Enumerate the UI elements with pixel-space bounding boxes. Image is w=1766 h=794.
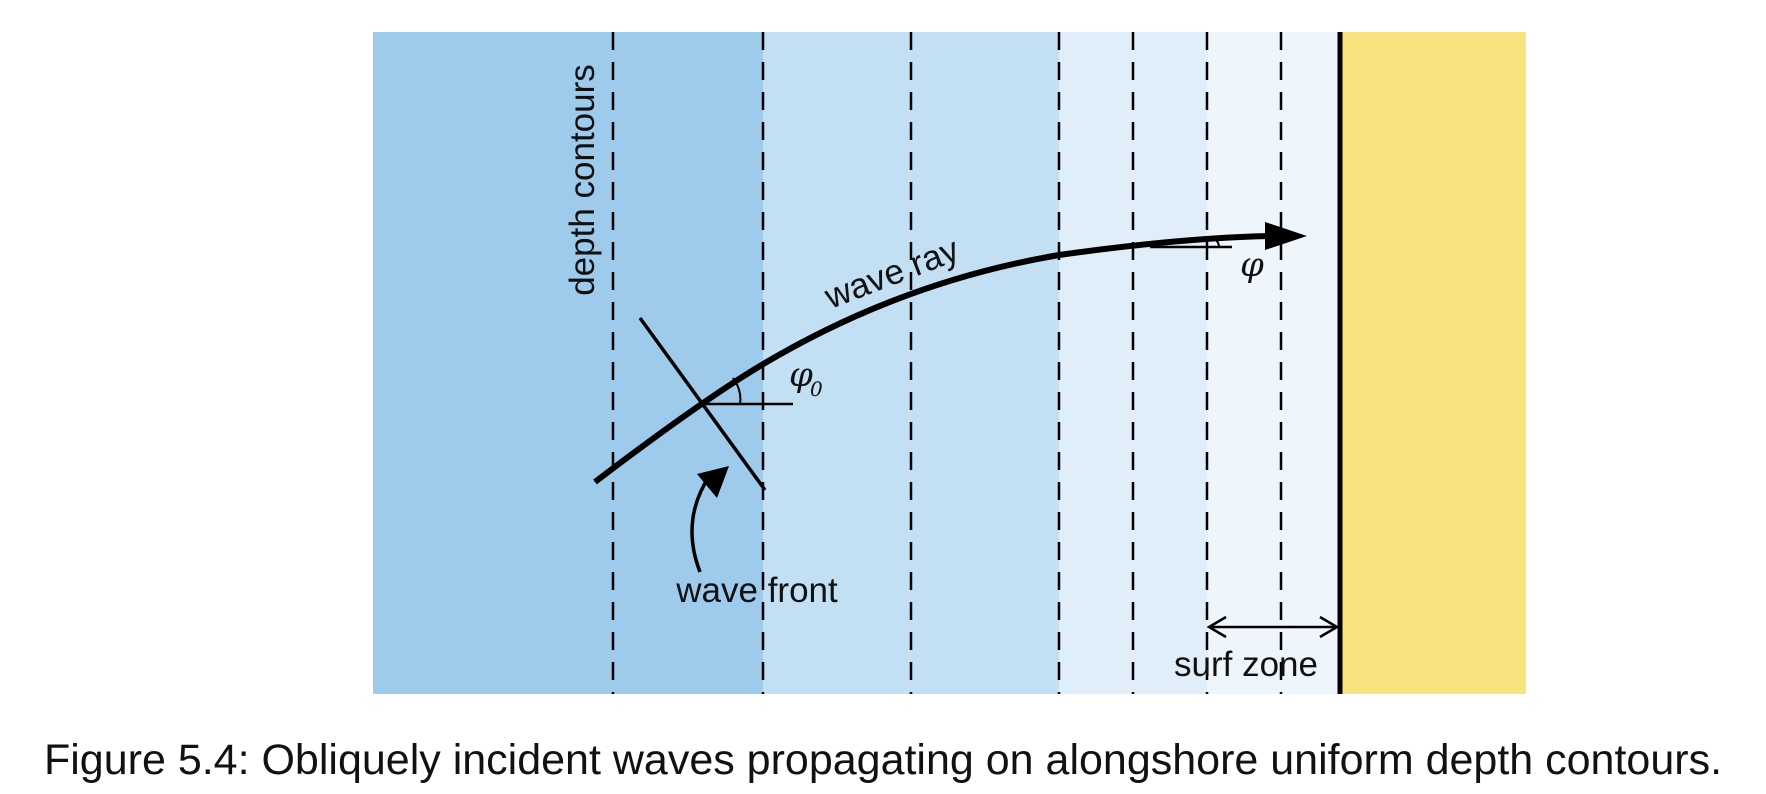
depth-contours-label: depth contours	[563, 64, 602, 296]
phi0-subscript: 0	[810, 377, 823, 401]
surf-zone-label: surf zone	[1174, 645, 1318, 684]
wave-front-pointer-head	[697, 466, 729, 498]
wave-ray-curve	[593, 233, 1271, 485]
beach-zone	[1340, 32, 1526, 694]
refraction-diagram: depth contours wave ray wave front surf …	[373, 32, 1526, 694]
wave-front-pointer	[690, 474, 712, 573]
wave-ray-arrowhead	[1265, 222, 1307, 250]
phi0-angle-arc	[732, 377, 742, 405]
phi-label: φ	[1240, 245, 1264, 285]
deep-water-zone	[373, 32, 763, 694]
wave-front-label: wave front	[675, 571, 838, 610]
surf-zone-arrow	[1206, 615, 1340, 639]
surf-water-zone	[1207, 32, 1340, 694]
phi0-label: φ	[789, 355, 813, 395]
figure-caption: Figure 5.4: Obliquely incident waves pro…	[43, 736, 1723, 784]
phi-angle-arc	[1215, 239, 1220, 248]
